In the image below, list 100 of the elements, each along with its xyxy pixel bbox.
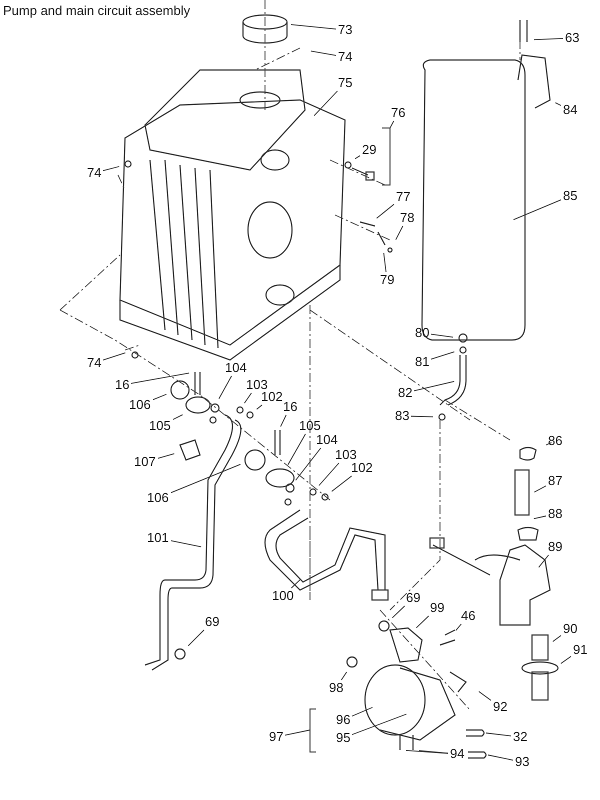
leader-line <box>392 606 406 618</box>
callout-number: 63 <box>565 31 580 45</box>
callout-number: 81 <box>415 355 430 369</box>
callout-number: 103 <box>246 378 268 392</box>
leader-line <box>288 434 306 466</box>
leader-line <box>538 554 550 568</box>
callout-number: 94 <box>450 747 464 761</box>
leader-line <box>406 750 448 754</box>
leader-line <box>376 204 394 219</box>
callout-number: 104 <box>225 361 247 375</box>
callout-number: 102 <box>261 390 283 404</box>
leader-line <box>533 516 546 520</box>
leader-line <box>152 394 167 400</box>
callout-number: 74 <box>338 50 352 64</box>
callout-number: 46 <box>461 609 476 623</box>
leader-line <box>546 442 552 446</box>
callout-number: 79 <box>380 273 394 287</box>
leader-line <box>290 578 302 588</box>
callout-number: 95 <box>336 731 350 745</box>
callout-number: 102 <box>351 461 373 475</box>
callout-number: 69 <box>406 591 420 605</box>
leader-line <box>290 24 336 30</box>
callout-number: 91 <box>573 643 588 657</box>
callout-number: 83 <box>395 409 410 423</box>
callout-number: 99 <box>430 601 444 615</box>
leader-line <box>430 334 454 338</box>
leader-line <box>554 102 562 106</box>
leader-line <box>340 672 348 680</box>
leader-line <box>314 90 338 116</box>
leader-line <box>280 414 287 428</box>
leader-line <box>102 166 120 172</box>
callout-number: 32 <box>513 730 528 744</box>
callout-number: 105 <box>149 419 171 433</box>
leader-line <box>256 404 262 410</box>
leader-line <box>395 226 404 240</box>
callout-number: 107 <box>134 455 156 469</box>
leader-line <box>318 462 340 486</box>
callout-number: 74 <box>87 166 102 180</box>
callout-number: 104 <box>316 433 338 447</box>
callout-number: 16 <box>283 400 298 414</box>
callout-number: 76 <box>391 106 406 120</box>
callout-number: 101 <box>147 531 169 545</box>
callout-number: 16 <box>115 378 130 392</box>
callout-number: 86 <box>548 434 562 448</box>
callout-number: 84 <box>563 103 578 117</box>
callout-number: 92 <box>493 700 508 714</box>
leader-line <box>430 351 455 360</box>
callout-number: 87 <box>548 474 562 488</box>
leader-line <box>244 392 252 404</box>
callout-number: 78 <box>400 211 414 225</box>
leader-line <box>552 635 562 642</box>
leader-line <box>354 155 360 160</box>
leader-line <box>455 624 462 631</box>
leader-line <box>331 476 352 492</box>
callout-number: 85 <box>563 189 578 203</box>
leader-line <box>170 540 202 548</box>
leader-line <box>478 691 492 701</box>
leader-line <box>410 416 434 418</box>
callout-number: 100 <box>272 589 294 603</box>
leader-line <box>352 706 373 717</box>
leader-line <box>513 199 562 220</box>
leader-line <box>414 380 455 392</box>
callout-number: 98 <box>329 681 344 695</box>
callout-number: 88 <box>548 507 562 521</box>
leader-line <box>170 464 241 494</box>
leader-line <box>102 352 126 361</box>
leader-line <box>172 414 184 420</box>
leader-line <box>352 714 407 736</box>
leader-line <box>218 376 232 400</box>
leader-line <box>158 453 175 459</box>
leader-line <box>534 485 546 493</box>
callout-number: 74 <box>87 356 102 370</box>
leader-line <box>188 630 204 646</box>
leader-line <box>295 448 322 481</box>
leader-line <box>390 120 394 128</box>
callout-number: 73 <box>338 23 352 37</box>
leader-line <box>418 750 448 754</box>
callout-number: 106 <box>129 398 151 412</box>
leader-line <box>310 50 336 56</box>
callout-number: 77 <box>396 190 410 204</box>
callout-number: 69 <box>205 615 220 629</box>
leader-line <box>560 656 572 664</box>
callout-number: 103 <box>335 448 357 462</box>
leader-line <box>284 730 310 736</box>
callout-number: 75 <box>338 76 352 90</box>
callout-number: 93 <box>515 755 530 769</box>
callout-number: 82 <box>398 386 412 400</box>
leader-line <box>486 732 512 736</box>
callout-number: 96 <box>336 713 350 727</box>
leader-line <box>534 38 564 40</box>
callout-number: 90 <box>563 622 578 636</box>
callout-number: 89 <box>548 540 562 554</box>
callout-number: 29 <box>362 143 376 157</box>
leader-line <box>488 754 514 761</box>
leader-line <box>130 372 190 384</box>
callout-number: 106 <box>147 491 169 505</box>
callout-number: 105 <box>299 419 321 433</box>
leader-line <box>416 616 430 628</box>
leader-line <box>383 252 386 272</box>
callout-number: 97 <box>269 730 284 744</box>
